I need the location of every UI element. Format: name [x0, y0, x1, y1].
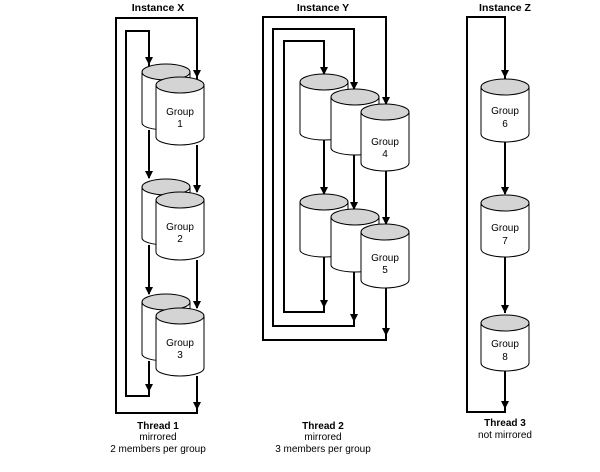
- group-5[interactable]: Group 5: [299, 193, 410, 289]
- group-4[interactable]: Group 4: [299, 73, 410, 172]
- thread-2-members: 3 members per group: [275, 444, 371, 455]
- group-6[interactable]: Group 6: [480, 78, 530, 143]
- group-7[interactable]: Group 7: [480, 194, 530, 258]
- arrow-icon: [382, 97, 390, 105]
- group-number: 7: [502, 236, 508, 247]
- group-number: 2: [177, 234, 183, 245]
- instance-y-mid-path: [272, 28, 355, 327]
- group-label: Group: [166, 222, 194, 233]
- arrow-icon: [145, 57, 153, 65]
- instance-x-inner-path: [125, 30, 150, 397]
- group-number: 8: [502, 352, 508, 363]
- arrow-icon: [320, 300, 328, 308]
- thread-2-name: Thread 2: [302, 421, 344, 432]
- arrow-icon: [145, 287, 153, 295]
- group-number: 6: [502, 119, 508, 130]
- group-label: Group: [491, 223, 519, 234]
- group-label: Group: [491, 106, 519, 117]
- group-1[interactable]: Group 1: [141, 63, 205, 146]
- instance-y-title: Instance Y: [297, 2, 349, 14]
- thread-1-name: Thread 1: [137, 421, 179, 432]
- arrow-icon: [193, 70, 201, 78]
- arrow-icon: [350, 202, 358, 210]
- instance-y-inner-path: [283, 40, 325, 313]
- group-label: Group: [166, 107, 194, 118]
- thread-1-mode: mirrored: [139, 432, 176, 443]
- arrow-icon: [350, 314, 358, 322]
- group-2[interactable]: Group 2: [141, 178, 205, 261]
- instance-x-outer-path: [115, 17, 198, 414]
- instance-x: Instance X Group 1: [110, 2, 206, 455]
- instance-z: Instance Z Group 6 Group 7 Group 8 Threa…: [466, 2, 532, 441]
- arrow-icon: [382, 217, 390, 225]
- arrow-icon: [193, 301, 201, 309]
- thread-3-name: Thread 3: [484, 418, 526, 429]
- instance-y: Instance Y Group 4: [262, 2, 410, 455]
- instance-z-title: Instance Z: [479, 2, 532, 14]
- group-8[interactable]: Group 8: [480, 314, 530, 372]
- arrow-icon: [501, 401, 509, 409]
- group-label: Group: [491, 339, 519, 350]
- thread-1-members: 2 members per group: [110, 444, 206, 455]
- group-label: Group: [371, 137, 399, 148]
- group-label: Group: [371, 253, 399, 264]
- arrow-icon: [193, 402, 201, 410]
- arrow-icon: [501, 305, 509, 313]
- arrow-icon: [501, 187, 509, 195]
- thread-3-mode: not mirrored: [478, 430, 532, 441]
- instance-y-outer-path: [262, 16, 387, 341]
- group-3[interactable]: Group 3: [141, 293, 205, 377]
- group-number: 3: [177, 350, 183, 361]
- thread-2-mode: mirrored: [304, 432, 341, 443]
- arrow-icon: [350, 82, 358, 90]
- instance-z-path: [466, 16, 506, 413]
- group-number: 1: [177, 119, 183, 130]
- arrow-icon: [320, 187, 328, 195]
- arrow-icon: [320, 67, 328, 75]
- arrow-icon: [193, 185, 201, 193]
- group-label: Group: [166, 338, 194, 349]
- arrow-icon: [501, 70, 509, 78]
- arrow-icon: [145, 171, 153, 179]
- arrow-icon: [145, 384, 153, 392]
- instance-x-title: Instance X: [132, 2, 185, 14]
- arrow-icon: [382, 328, 390, 336]
- group-number: 5: [382, 265, 388, 276]
- group-number: 4: [382, 149, 388, 160]
